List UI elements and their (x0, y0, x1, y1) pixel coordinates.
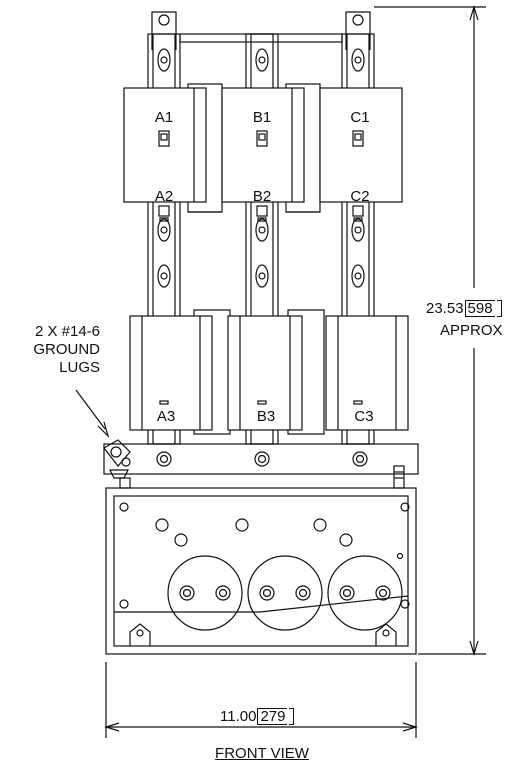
phase-label-b1: B1 (252, 109, 272, 126)
base-plate (103, 443, 419, 475)
ground-note-line3: LUGS (59, 359, 100, 376)
bolts-row-3 (157, 264, 365, 288)
coil-a-upper (123, 87, 207, 203)
phase-label-a2: A2 (154, 188, 174, 205)
top-cross-bar (179, 33, 343, 43)
feedthrough-left (167, 555, 243, 631)
phase-label-c2: C2 (350, 188, 370, 205)
width-inches: 11.00 (220, 708, 257, 725)
coil-a-lower (129, 315, 213, 431)
ground-note-line1: 2 X #14-6 (34, 323, 100, 340)
coil-a-terminal (158, 130, 170, 147)
lower-coils (129, 309, 409, 435)
width-dimension (103, 662, 419, 738)
top-terminal-tabs (151, 11, 371, 50)
enclosure-outer (105, 487, 417, 655)
coil-b-terminal (256, 130, 268, 147)
height-qualifier: APPROX (440, 322, 503, 339)
phase-label-b2: B2 (252, 188, 272, 205)
ground-lug-leader (75, 389, 106, 430)
bolts-row-1 (157, 48, 365, 72)
terminal-tab-left (151, 11, 177, 50)
width-mm: 279 (260, 708, 286, 725)
bolts-row-2 (157, 218, 365, 242)
terminal-hole-left (158, 14, 170, 26)
phase-label-c1: C1 (350, 109, 370, 126)
coil-c-terminal (352, 130, 364, 147)
ground-lug-note: 2 X #14-6 GROUND LUGS (4, 324, 100, 375)
height-inches: 23.53 (426, 300, 464, 317)
enclosure (105, 487, 417, 655)
coil-c-lower (325, 315, 409, 431)
terminal-hole-right (352, 14, 364, 26)
phase-label-c3: C3 (354, 408, 374, 425)
upper-coils (123, 83, 403, 222)
base-top-plate (103, 443, 419, 475)
ground-lugs (103, 439, 405, 489)
feedthrough-right (327, 555, 403, 631)
view-label: FRONT VIEW (215, 745, 309, 762)
height-dimension (374, 4, 486, 657)
phase-label-b3: B3 (256, 408, 276, 425)
coil-b-upper (221, 87, 305, 203)
enclosure-inner (113, 495, 409, 647)
coil-c-upper (319, 87, 403, 203)
feedthrough-center (247, 555, 323, 631)
phase-label-a1: A1 (154, 109, 174, 126)
terminal-tab-right (345, 11, 371, 50)
height-mm: 598 (467, 300, 493, 317)
phase-label-a3: A3 (156, 408, 176, 425)
ground-note-line2: GROUND (33, 341, 100, 358)
ground-lug-arrow (97, 421, 110, 439)
